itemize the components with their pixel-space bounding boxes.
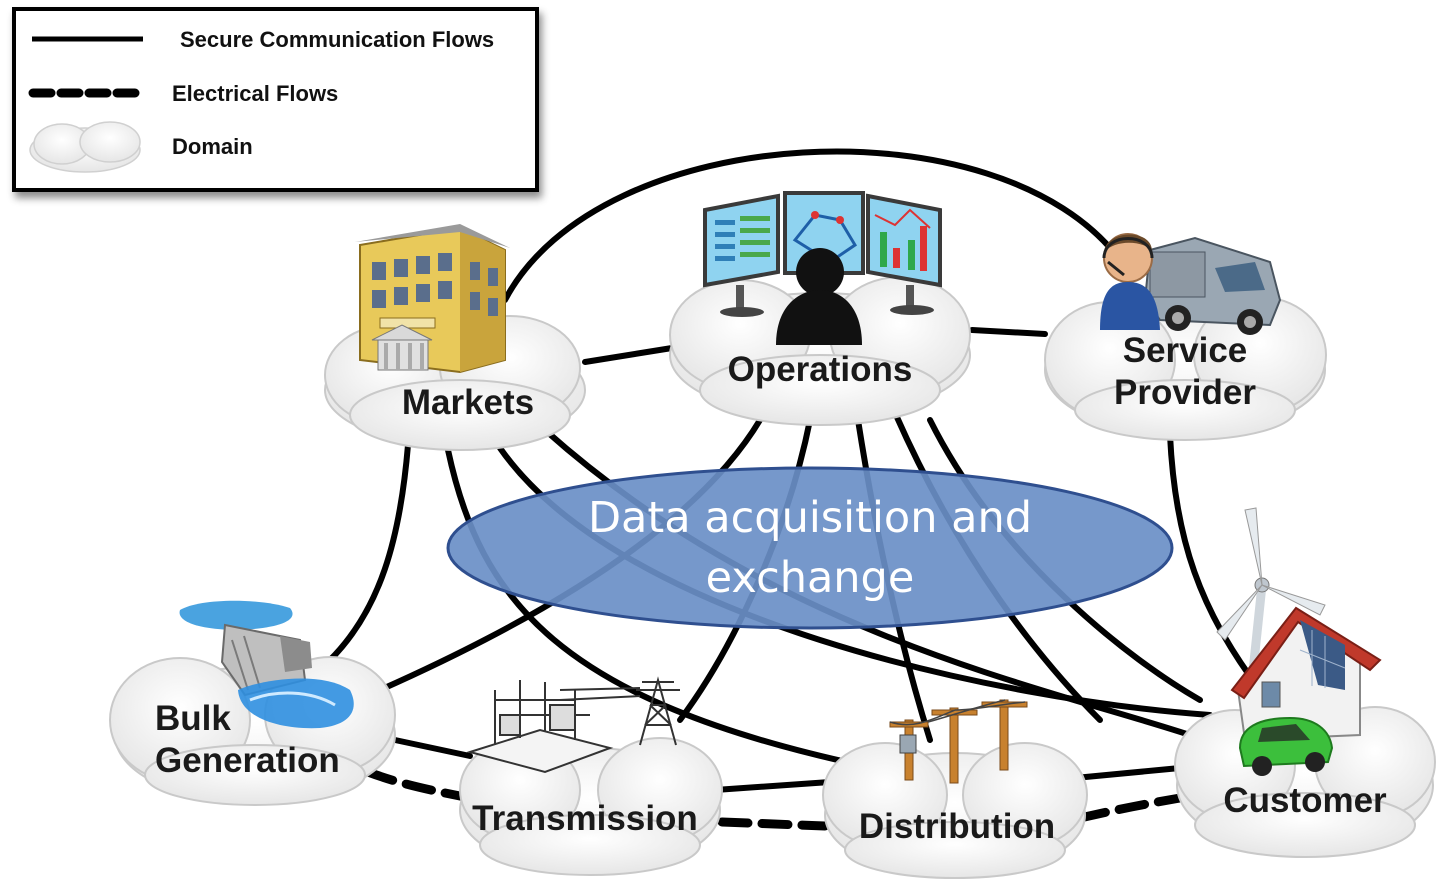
transmission-tower-icon: [466, 676, 680, 774]
operations-label: Operations: [728, 350, 913, 389]
hydro-dam-icon: [179, 600, 354, 729]
distribution-domain-cloud: [822, 742, 1088, 879]
data-acquisition-hub: Data acquisition and exchange: [446, 466, 1174, 630]
electrical-flows: [363, 767, 1185, 831]
electrical-transmission-distribution: [717, 817, 830, 831]
flow-markets-operations: [582, 345, 675, 365]
flow-bulk-transmission: [392, 737, 473, 759]
electrical-bulk-transmission: [363, 767, 465, 801]
service-provider-label-line2: Provider: [1114, 373, 1256, 412]
legend-label-secure-communication: Secure Communication Flows: [180, 27, 494, 52]
flow-markets-distribution: [445, 447, 863, 768]
customer-label: Customer: [1223, 781, 1387, 820]
flow-transmission-distribution: [712, 779, 833, 793]
market-building-icon: [355, 224, 510, 374]
flow-service-customer: [1167, 432, 1263, 693]
house-wind-car-icon: [1216, 507, 1382, 776]
operator-monitors-icon: [703, 191, 942, 345]
legend-cloud-symbol: [29, 121, 141, 173]
service-provider-label-line1: Service: [1123, 331, 1248, 370]
distribution-label: Distribution: [859, 807, 1055, 846]
hub-label-line1: Data acquisition and: [588, 493, 1032, 543]
hub-label-line2: exchange: [706, 553, 915, 603]
flow-operations-service: [969, 327, 1048, 337]
bulk-generation-label-line2: Generation: [155, 741, 340, 780]
technician-truck-icon: [1100, 233, 1282, 335]
utility-poles-icon: [889, 699, 1028, 784]
bulk-generation-label-line1: Bulk: [155, 699, 231, 738]
flow-distribution-customer: [1072, 765, 1183, 781]
transmission-label: Transmission: [472, 799, 698, 838]
service-provider-domain-cloud: [1044, 296, 1327, 441]
electrical-distribution-customer: [1075, 793, 1185, 823]
legend-label-domain: Domain: [172, 134, 253, 159]
markets-label: Markets: [402, 383, 534, 422]
flow-markets-bulk: [327, 442, 411, 663]
legend-label-electrical: Electrical Flows: [172, 81, 338, 106]
flow-markets-service-arc: [502, 148, 1123, 303]
transmission-domain-cloud: [459, 737, 723, 876]
legend: Secure Communication Flows Electrical Fl…: [12, 7, 539, 192]
